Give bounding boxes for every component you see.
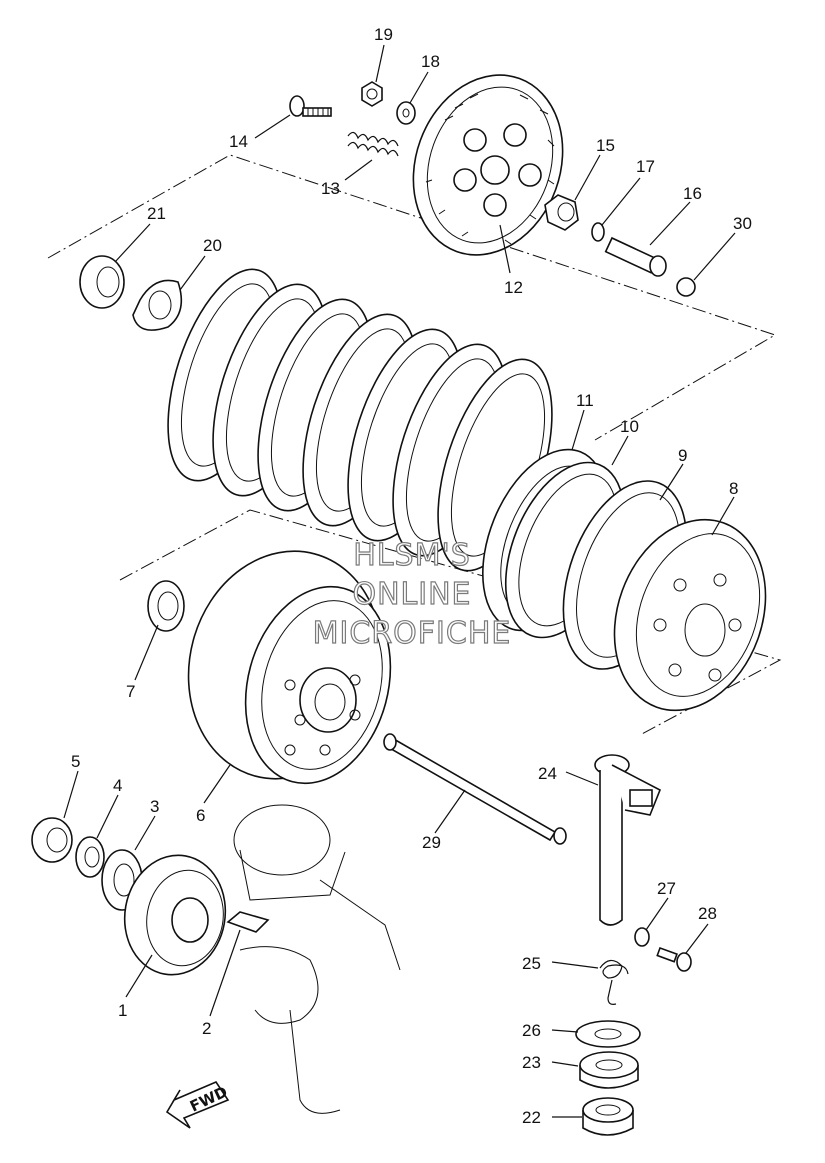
part-18-washer	[396, 101, 416, 125]
callout-20: 20	[203, 236, 222, 255]
part-5-nut	[31, 817, 73, 863]
part-19-nut	[361, 81, 383, 107]
callout-14: 14	[229, 132, 248, 151]
callout-8: 8	[729, 479, 738, 498]
callout-17: 17	[636, 157, 655, 176]
callout-9: 9	[678, 446, 687, 465]
part-21-nut	[79, 255, 125, 309]
callout-27: 27	[657, 879, 676, 898]
callout-3: 3	[150, 797, 159, 816]
callout-18: 18	[421, 52, 440, 71]
part-12-pressure-plate	[412, 74, 564, 256]
part-13-spring	[347, 131, 399, 157]
callout-29: 29	[422, 833, 441, 852]
callout-1: 1	[118, 1001, 127, 1020]
part-20-lock-washer	[132, 279, 183, 331]
callout-21: 21	[147, 204, 166, 223]
callout-15: 15	[596, 136, 615, 155]
watermark-line-2: ONLINE	[352, 577, 471, 612]
callout-6: 6	[196, 806, 205, 825]
part-25-spring	[599, 959, 629, 1005]
callout-19: 19	[374, 25, 393, 44]
part-27-washer	[634, 927, 650, 947]
callout-26: 26	[522, 1021, 541, 1040]
callout-11: 11	[576, 391, 594, 410]
part-26-washer	[575, 1020, 641, 1048]
leader-lines	[63, 44, 736, 1118]
crankshaft-reference	[233, 804, 401, 1114]
callout-22: 22	[522, 1108, 541, 1127]
callout-24: 24	[538, 764, 557, 783]
callout-23: 23	[522, 1053, 541, 1072]
callout-4: 4	[113, 776, 122, 795]
callout-2: 2	[202, 1019, 211, 1038]
part-6-clutch-housing	[187, 550, 392, 785]
part-14-bolt	[289, 95, 332, 117]
part-30-ball	[676, 277, 696, 297]
group-outline-upper	[47, 154, 777, 441]
part-29-push-lever-shaft	[383, 733, 567, 845]
callout-16: 16	[683, 184, 702, 203]
callout-7: 7	[126, 682, 135, 701]
watermark-line-3: MICROFICHE	[313, 616, 512, 651]
part-28-screw	[656, 946, 692, 972]
callouts: 19 18 14 13 15 17 16 30 12 21 20 11 10 9…	[71, 25, 752, 1127]
clutch-plate-stack	[167, 268, 553, 572]
part-23-bearing	[579, 1051, 639, 1089]
part-15-nut	[544, 194, 579, 231]
part-8-clutch-boss	[613, 518, 767, 712]
callout-28: 28	[698, 904, 717, 923]
watermark-line-1: HLSM'S	[353, 538, 471, 573]
part-2-key	[226, 911, 270, 933]
part-4-lock-washer	[75, 836, 105, 878]
part-22-needle-bearing	[582, 1097, 634, 1136]
part-24-push-lever	[594, 754, 662, 926]
part-16-push-rod	[604, 236, 667, 277]
fwd-arrow-icon: FWD	[165, 1081, 230, 1129]
callout-5: 5	[71, 752, 80, 771]
watermark: HLSM'S ONLINE MICROFICHE	[312, 537, 512, 651]
callout-13: 13	[321, 179, 340, 198]
callout-12: 12	[504, 278, 523, 297]
callout-10: 10	[620, 417, 639, 436]
callout-25: 25	[522, 954, 541, 973]
part-7-washer	[147, 580, 185, 632]
callout-30: 30	[733, 214, 752, 233]
part-1-primary-gear	[123, 854, 227, 976]
part-17-o-ring	[591, 222, 605, 242]
